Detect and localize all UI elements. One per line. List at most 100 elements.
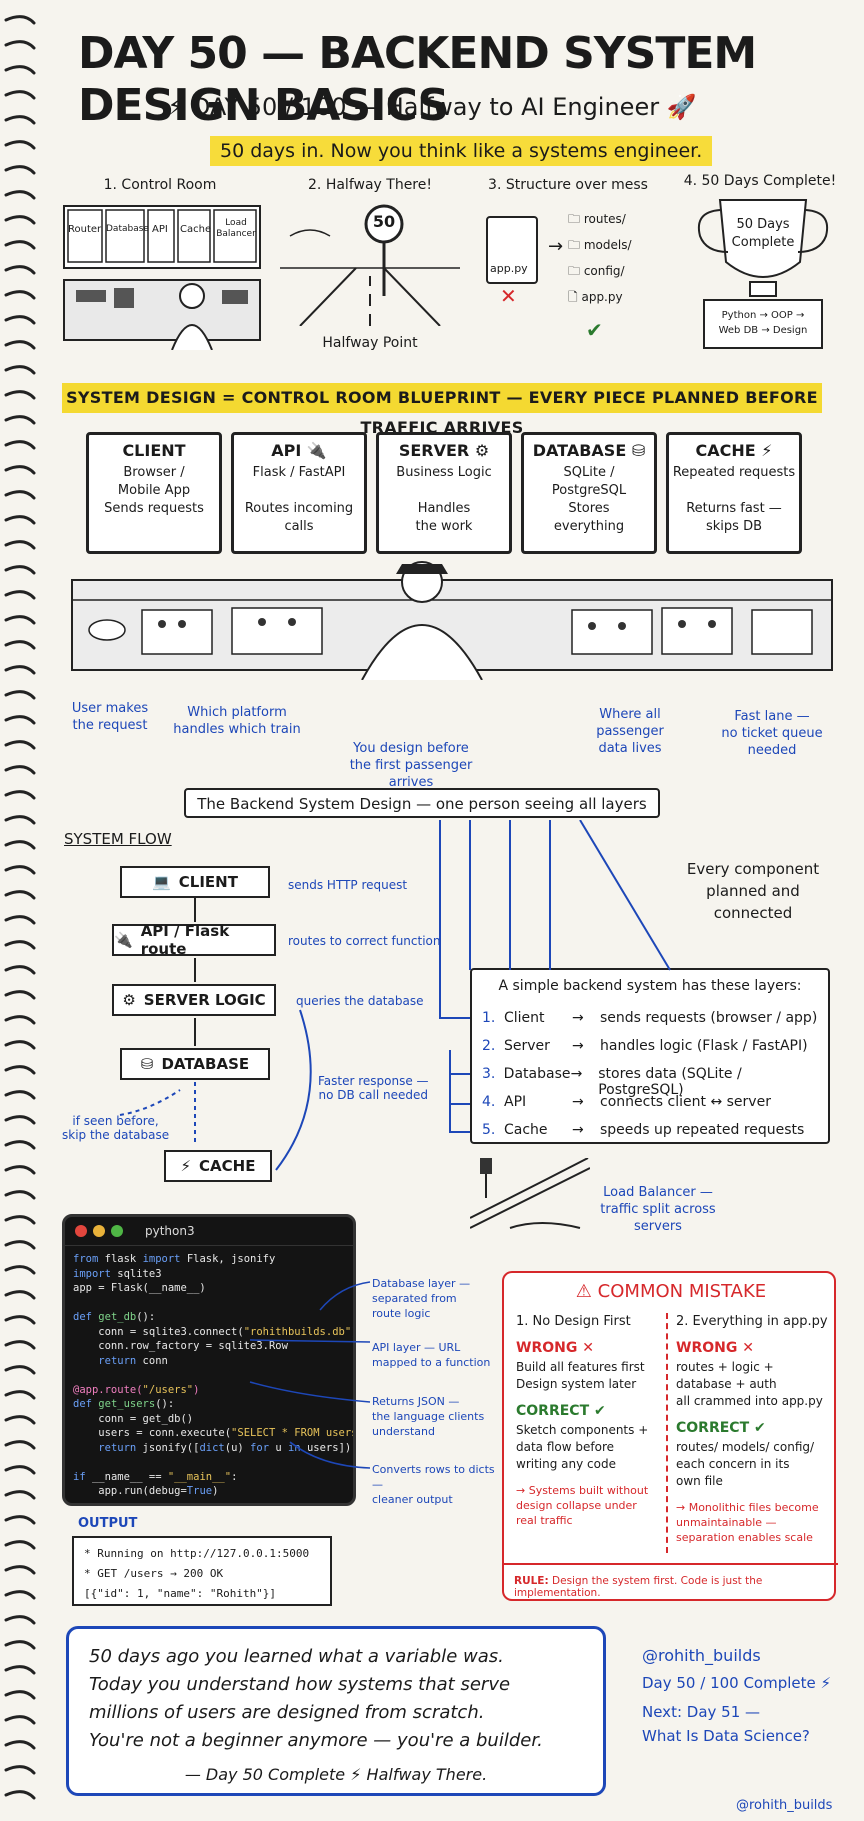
binding-ring [4,1715,36,1725]
folder-structure-sketch: 🗀 routes/ 🗀 models/ 🗀 config/ 🗋 app.py ✔ [568,206,658,346]
mistake-col-heading: 2. Everything in app.py [676,1314,828,1329]
folder-routes: 🗀 routes/ [568,212,626,226]
check-icon: ✔ [586,318,603,342]
binding-ring [4,1615,36,1625]
halfway-road-sketch: 50 Halfway Point [280,196,460,356]
warning-icon: ⚠ [575,1281,592,1302]
common-mistake-box: ⚠ COMMON MISTAKE 1. No Design First WRON… [502,1271,838,1601]
monitor-api: API 🔌 Flask / FastAPI Routes incoming ca… [231,432,367,554]
wrong-label: WRONG ✕ [676,1340,754,1356]
layer-row: 4.API→connects client ↔ server [482,1094,771,1110]
page-title: DAY 50 — BACKEND SYSTEM DESIGN BASICS [78,28,757,131]
panel-caption-structure: 3. Structure over mess [488,177,648,193]
system-design-box: The Backend System Design — one person s… [184,788,660,818]
monitor-cache: CACHE ⚡ Repeated requests Returns fast —… [666,432,802,554]
screen-load-balancer: Load Balancer [216,218,256,239]
database-icon: ⛁ [140,1055,154,1073]
binding-ring [4,990,36,1000]
progress-text: Day 50 / 100 Complete ⚡ [642,1674,832,1692]
binding-ring [4,1190,36,1200]
screen-api: API [152,224,168,235]
binding-ring [4,65,36,75]
binding-ring [4,940,36,950]
wrong-text: Build all features first Design system l… [516,1360,645,1391]
folder-models: 🗀 models/ [568,238,632,252]
halfway-point-label: Halfway Point [322,335,418,351]
correct-label: CORRECT ✔ [676,1420,766,1436]
x-icon: ✕ [742,1340,754,1356]
folder-config: 🗀 config/ [568,264,625,278]
code-tab-label: python3 [145,1224,195,1238]
closing-signoff: — Day 50 Complete ⚡ Halfway There. [184,1765,488,1784]
binding-ring [4,140,36,150]
flow-cache: ⚡CACHE [164,1150,272,1182]
monitor-lines: Repeated requests Returns fast — skips D… [672,465,796,534]
gear-icon: ⚙ [474,441,490,460]
mistake-note: → Systems built without design collapse … [516,1484,649,1527]
layer-row: 1.Client→sends requests (browser / app) [482,1010,818,1026]
gear-icon: ⚙ [122,991,136,1009]
note-cache: Fast lane — no ticket queue needed [721,709,823,758]
file-app: 🗋 app.py [568,290,623,304]
binding-ring [4,290,36,300]
trophy-text: 50 Days Complete [731,217,795,250]
correct-text: routes/ models/ config/ each concern in … [676,1440,815,1488]
plug-icon: 🔌 [114,931,133,949]
flow-server-logic: ⚙SERVER LOGIC [112,984,276,1016]
binding-ring [4,1540,36,1550]
monitor-title: API [271,441,302,460]
binding-ring [4,40,36,50]
binding-ring [4,1415,36,1425]
binding-ring [4,1440,36,1450]
monitor-lines: SQLite / PostgreSQL Stores everything [551,465,627,534]
plug-icon: 🔌 [306,441,327,460]
binding-ring [4,1490,36,1500]
binding-ring [4,765,36,775]
binding-ring [4,1140,36,1150]
mistake-divider [666,1313,668,1553]
trophy-sketch: 50 Days Complete Python → OOP → Web DB →… [688,192,838,352]
note-database: Where all passenger data lives [596,707,664,756]
binding-ring [4,90,36,100]
tagline: 50 days in. Now you think like a systems… [210,136,713,166]
note-api: Which platform handles which train [173,705,301,737]
flow-arrows [119,898,312,1171]
halfway-sign: 50 [372,212,396,231]
binding-ring [4,590,36,600]
footer-handle: @rohith_builds [736,1798,833,1813]
binding-ring [4,465,36,475]
single-file-sketch: app.py ✕ [486,206,542,308]
binding-ring [4,665,36,675]
panel-caption-halfway: 2. Halfway There! [308,177,432,193]
minimize-dot-icon [93,1225,105,1237]
flow-label-queries: queries the database [296,994,424,1008]
binding-ring [4,1065,36,1075]
monitor-lines: Business Logic Handles the work [396,465,492,534]
maximize-dot-icon [111,1225,123,1237]
binding-ring [4,840,36,850]
lightning-icon: ⚡ [761,441,773,460]
correct-text: Sketch components + data flow before wri… [516,1423,649,1471]
next-topic: Next: Day 51 — What Is Data Science? [642,1703,810,1745]
mistake-col-app-py: 2. Everything in app.py WRONG ✕ routes +… [676,1313,832,1545]
binding-ring [4,615,36,625]
section-banner: SYSTEM DESIGN = CONTROL ROOM BLUEPRINT —… [62,383,822,437]
flow-database: ⛁DATABASE [120,1048,270,1080]
monitor-title: CLIENT [122,441,186,460]
page-subtitle: ⚡ DAY 50 / 100 — Halfway to AI Engineer … [0,92,864,122]
flow-api: 🔌API / Flask route [112,922,276,958]
binding-ring [4,1765,36,1775]
correct-label: CORRECT ✔ [516,1403,606,1419]
binding-ring [4,815,36,825]
database-icon: ⛁ [631,441,646,460]
code-note-json: Returns JSON — the language clients unde… [372,1395,485,1438]
binding-ring [4,690,36,700]
control-console [71,561,833,680]
binding-ring [4,1365,36,1375]
monitor-title: DATABASE [532,441,627,460]
binding-ring [4,115,36,125]
binding-ring [4,1515,36,1525]
subtitle-text: DAY 50 / 100 — Halfway to AI Engineer [191,93,660,121]
binding-ring [4,1390,36,1400]
check-icon: ✔ [754,1420,766,1436]
